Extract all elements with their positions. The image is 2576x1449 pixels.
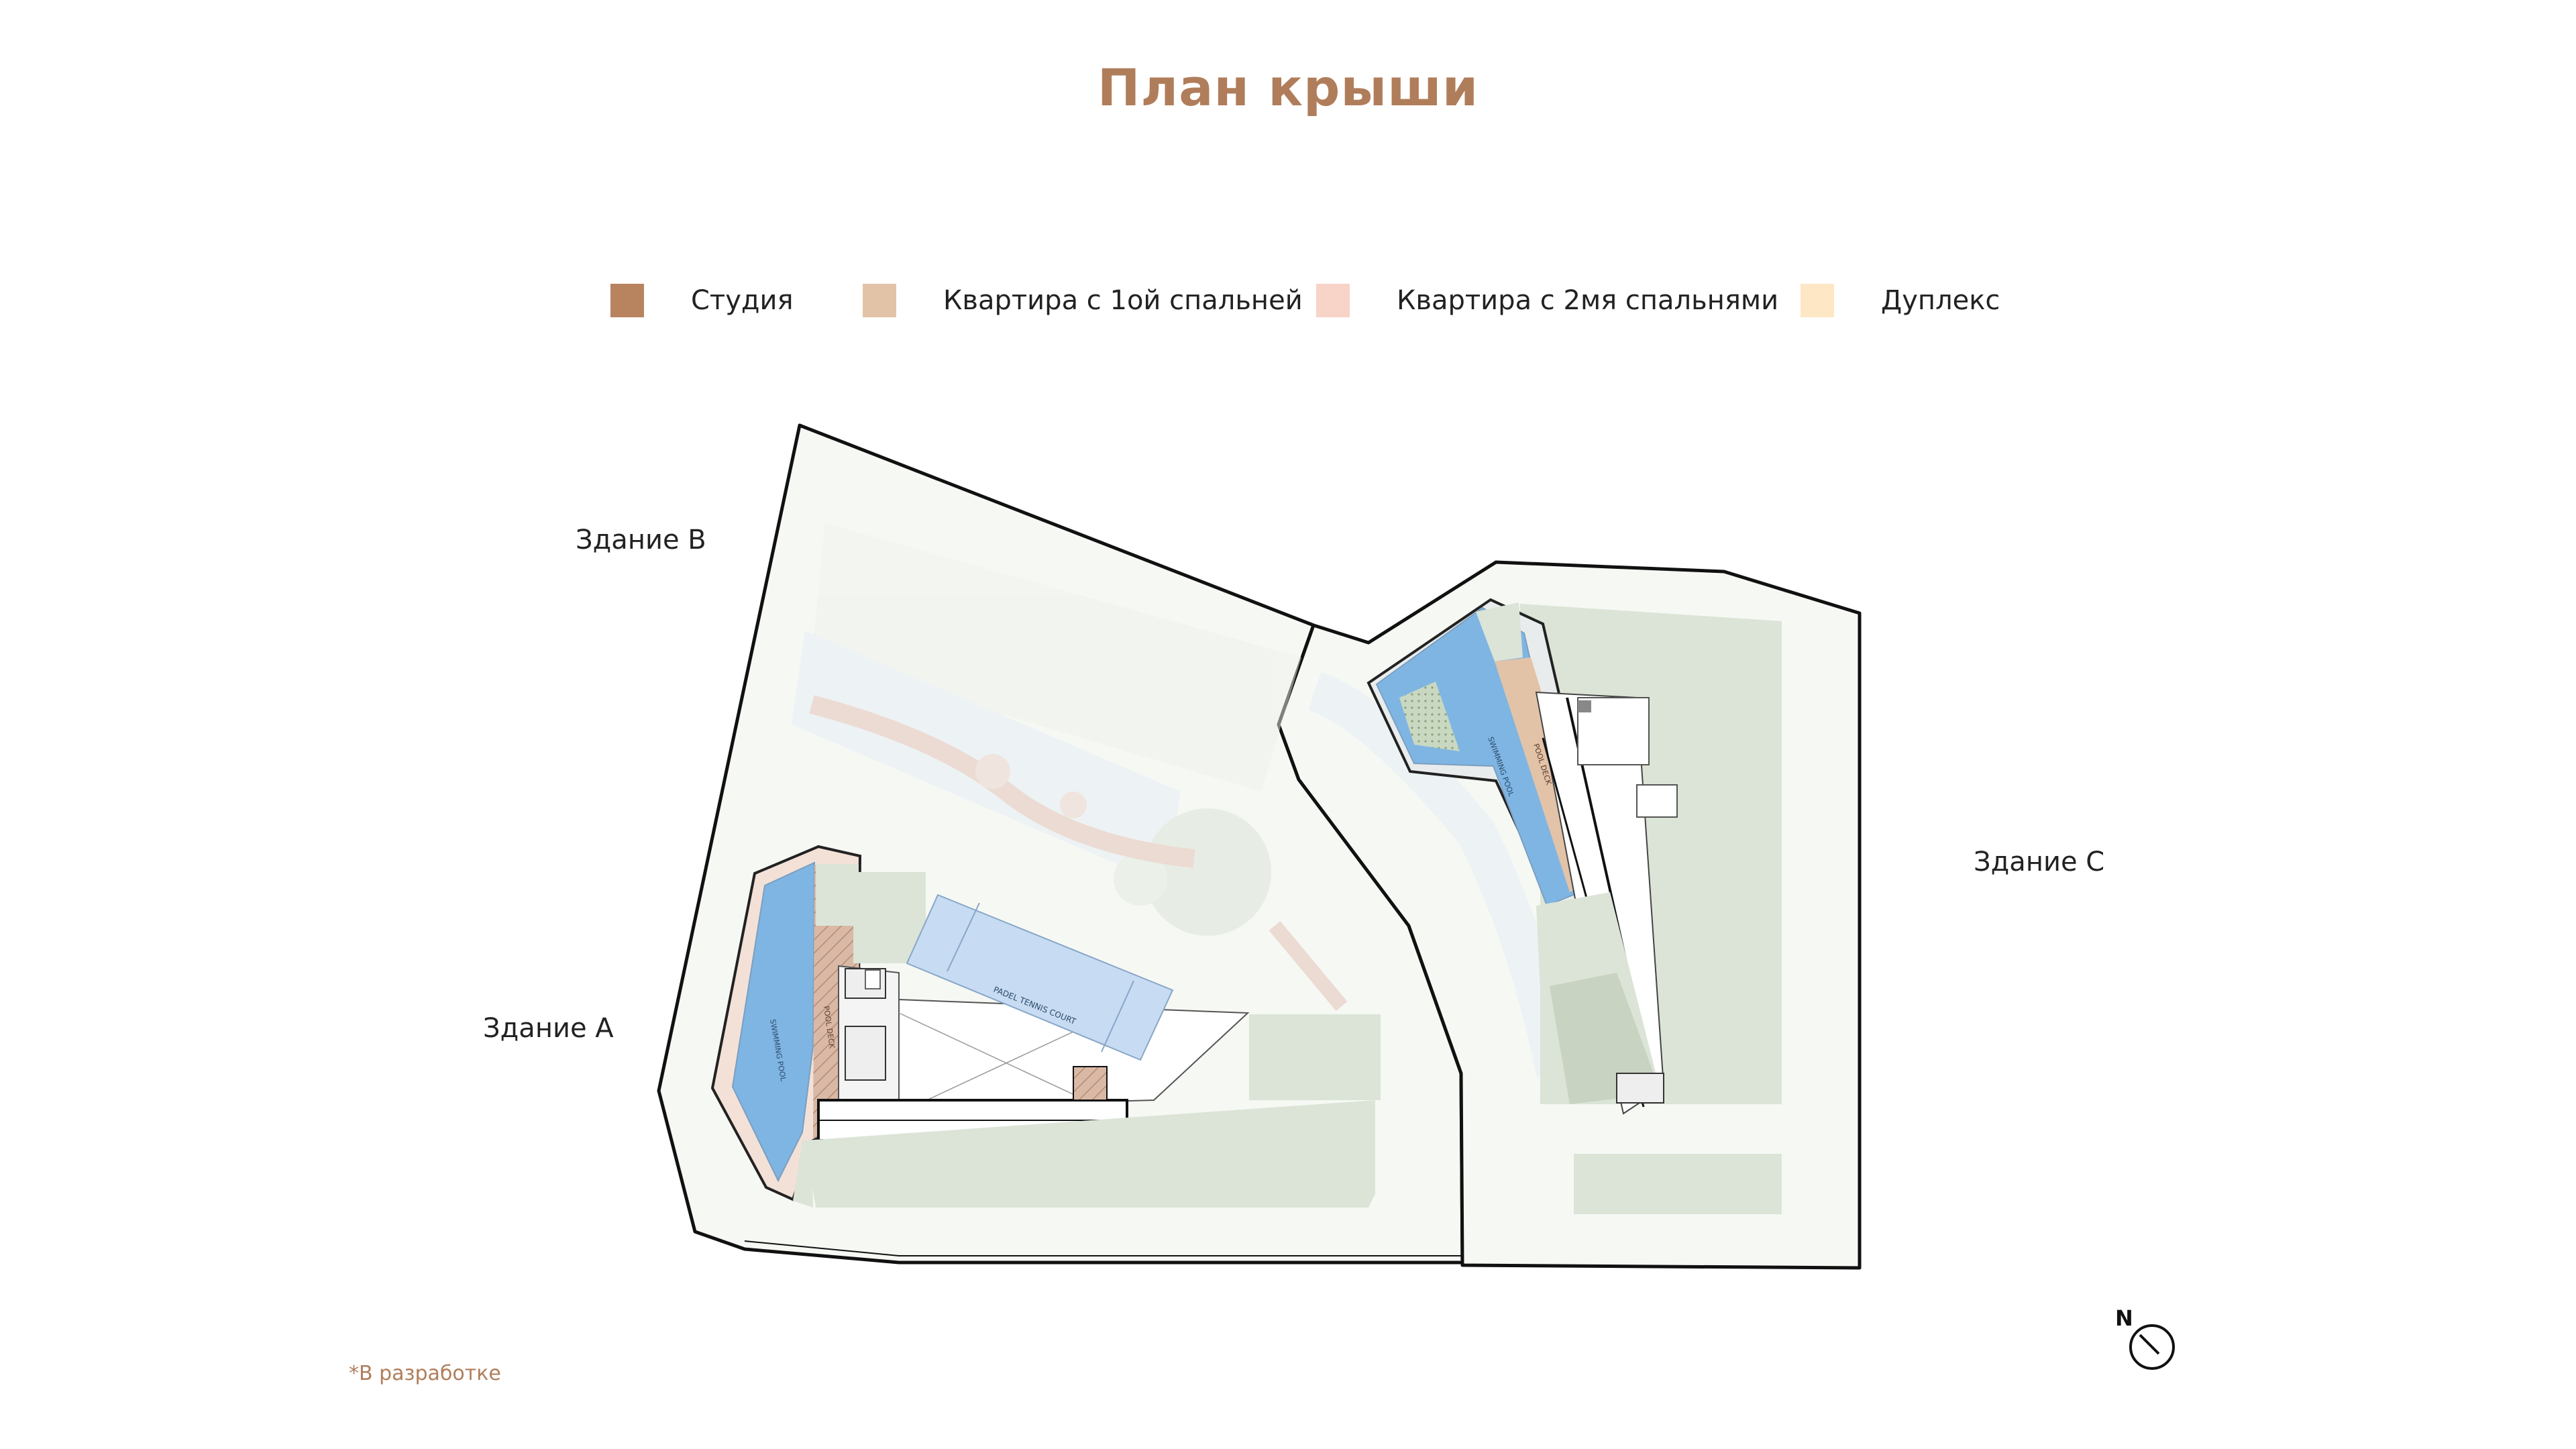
core-c2 [1636,784,1678,818]
building-a-label: Здание А [483,1013,614,1044]
legend-label-1bed: Квартира с 1ой спальней [943,285,1303,316]
green-block-a1 [816,864,859,926]
legend-label-studio: Студия [691,285,794,316]
green-block-a5 [805,1100,1375,1208]
compass-icon [2129,1324,2175,1370]
stair-a1 [1073,1066,1108,1101]
building-c [1366,598,1782,1214]
stair-a2 [845,1026,886,1081]
compass-north-label: N [2115,1305,2133,1331]
legend-item-2bed: Квартира с 2мя спальнями [1316,280,1778,321]
building-c-label: Здание С [1974,847,2105,877]
green-block-c5 [1550,973,1661,1104]
green-block-c3 [1476,602,1523,661]
stair-a4 [865,969,881,989]
page-title: План крыши [1097,58,1479,117]
legend-item-studio: Студия [610,280,794,321]
building-a [710,845,1381,1208]
legend: Студия Квартира с 1ой спальней Квартира … [0,280,2576,321]
faded-landscape-c [1307,672,1576,1077]
legend-item-1bed: Квартира с 1ой спальней [863,280,1303,321]
building-b-label: Здание В [576,525,706,555]
legend-label-2bed: Квартира с 2мя спальнями [1397,285,1779,316]
legend-swatch-2bed [1316,284,1350,317]
legend-swatch-1bed [863,284,896,317]
legend-swatch-duplex [1801,284,1834,317]
faded-landscape-b [792,523,1348,1012]
legend-item-duplex: Дуплекс [1801,280,2000,321]
legend-label-duplex: Дуплекс [1881,285,2000,316]
site-west-inner-edge [744,1240,1461,1256]
pool-a [731,861,816,1183]
footnote: *В разработке [349,1362,501,1385]
padel-court [906,894,1174,1061]
green-block-a4 [1249,1014,1381,1100]
green-block-c2 [1574,1154,1782,1214]
planter-c [1399,682,1460,751]
legend-swatch-studio [610,284,644,317]
stair-c2 [1578,700,1591,712]
stair-c [1616,1073,1664,1104]
